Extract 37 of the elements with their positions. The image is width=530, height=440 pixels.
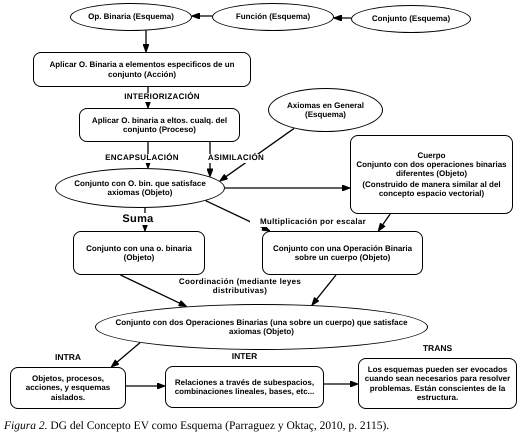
arrow — [110, 342, 140, 368]
node-text: Conjunto (Esquema) — [370, 14, 452, 24]
heading: TRANS — [422, 344, 454, 354]
node-text: Conjunto con O. bin. que satisface axiomas (Objeto) — [73, 178, 207, 198]
process-box — [33, 52, 251, 87]
node-text: Los esquemas pueden ser evocados cuando sean necesarios para resolver problemas. Están conscientes de la estructura. — [364, 365, 512, 402]
process-box — [73, 231, 205, 275]
node-text: Relaciones a través de subespacios, combinaciones lineales, bases, etc... — [174, 378, 316, 396]
node-text: Cuerpo — [416, 150, 446, 160]
process-box — [79, 108, 240, 142]
node-text: Axiomas en General (Esquema) — [286, 100, 365, 120]
arrow — [126, 382, 166, 390]
node-text: Aplicar O. binaria a eltos. cualq. del conjunto (Proceso) — [90, 116, 228, 134]
node-text: Conjunto con dos operaciones binarias diferentes (Objeto) — [355, 160, 508, 178]
node-text: (Construido de manera similar al del concepto espacio vectorial) — [361, 180, 502, 198]
arrow — [191, 12, 212, 20]
node-text: Conjunto con una o. binaria (Objeto) — [85, 244, 193, 262]
node-text: Objetos, procesos, acciones, y esquemas aislados. — [24, 374, 112, 402]
arrow — [378, 214, 391, 232]
node-text: Conjunto con dos Operaciones Binarias (una sobre un cuerpo) que satisface axiomas (Objeto) — [114, 318, 409, 336]
arrow — [205, 200, 270, 232]
arrow — [142, 30, 150, 52]
process-box — [262, 231, 423, 275]
heading: INTER — [230, 352, 258, 362]
heading: INTRA — [54, 353, 82, 363]
node-text: Aplicar O. Binaria a elementos especificos de un conjunto (Acción) — [48, 60, 236, 79]
process-box — [350, 135, 513, 214]
node-text: Función (Esquema) — [234, 12, 312, 22]
figure-caption: Figura 2. DG del Concepto EV como Esquema (Parraguez y Oktaç, 2010, p. 2115). — [4, 420, 390, 432]
arrow — [333, 14, 352, 22]
node-text: Conjunto con una Operación Binaria sobre un cuerpo (Objeto) — [272, 244, 414, 262]
edge-label: Suma — [120, 213, 156, 226]
arrow — [225, 184, 350, 192]
arrow — [311, 274, 336, 306]
node-text: Op. Binaria (Esquema) — [87, 12, 175, 22]
arrow — [324, 380, 358, 388]
arrow — [120, 274, 188, 308]
